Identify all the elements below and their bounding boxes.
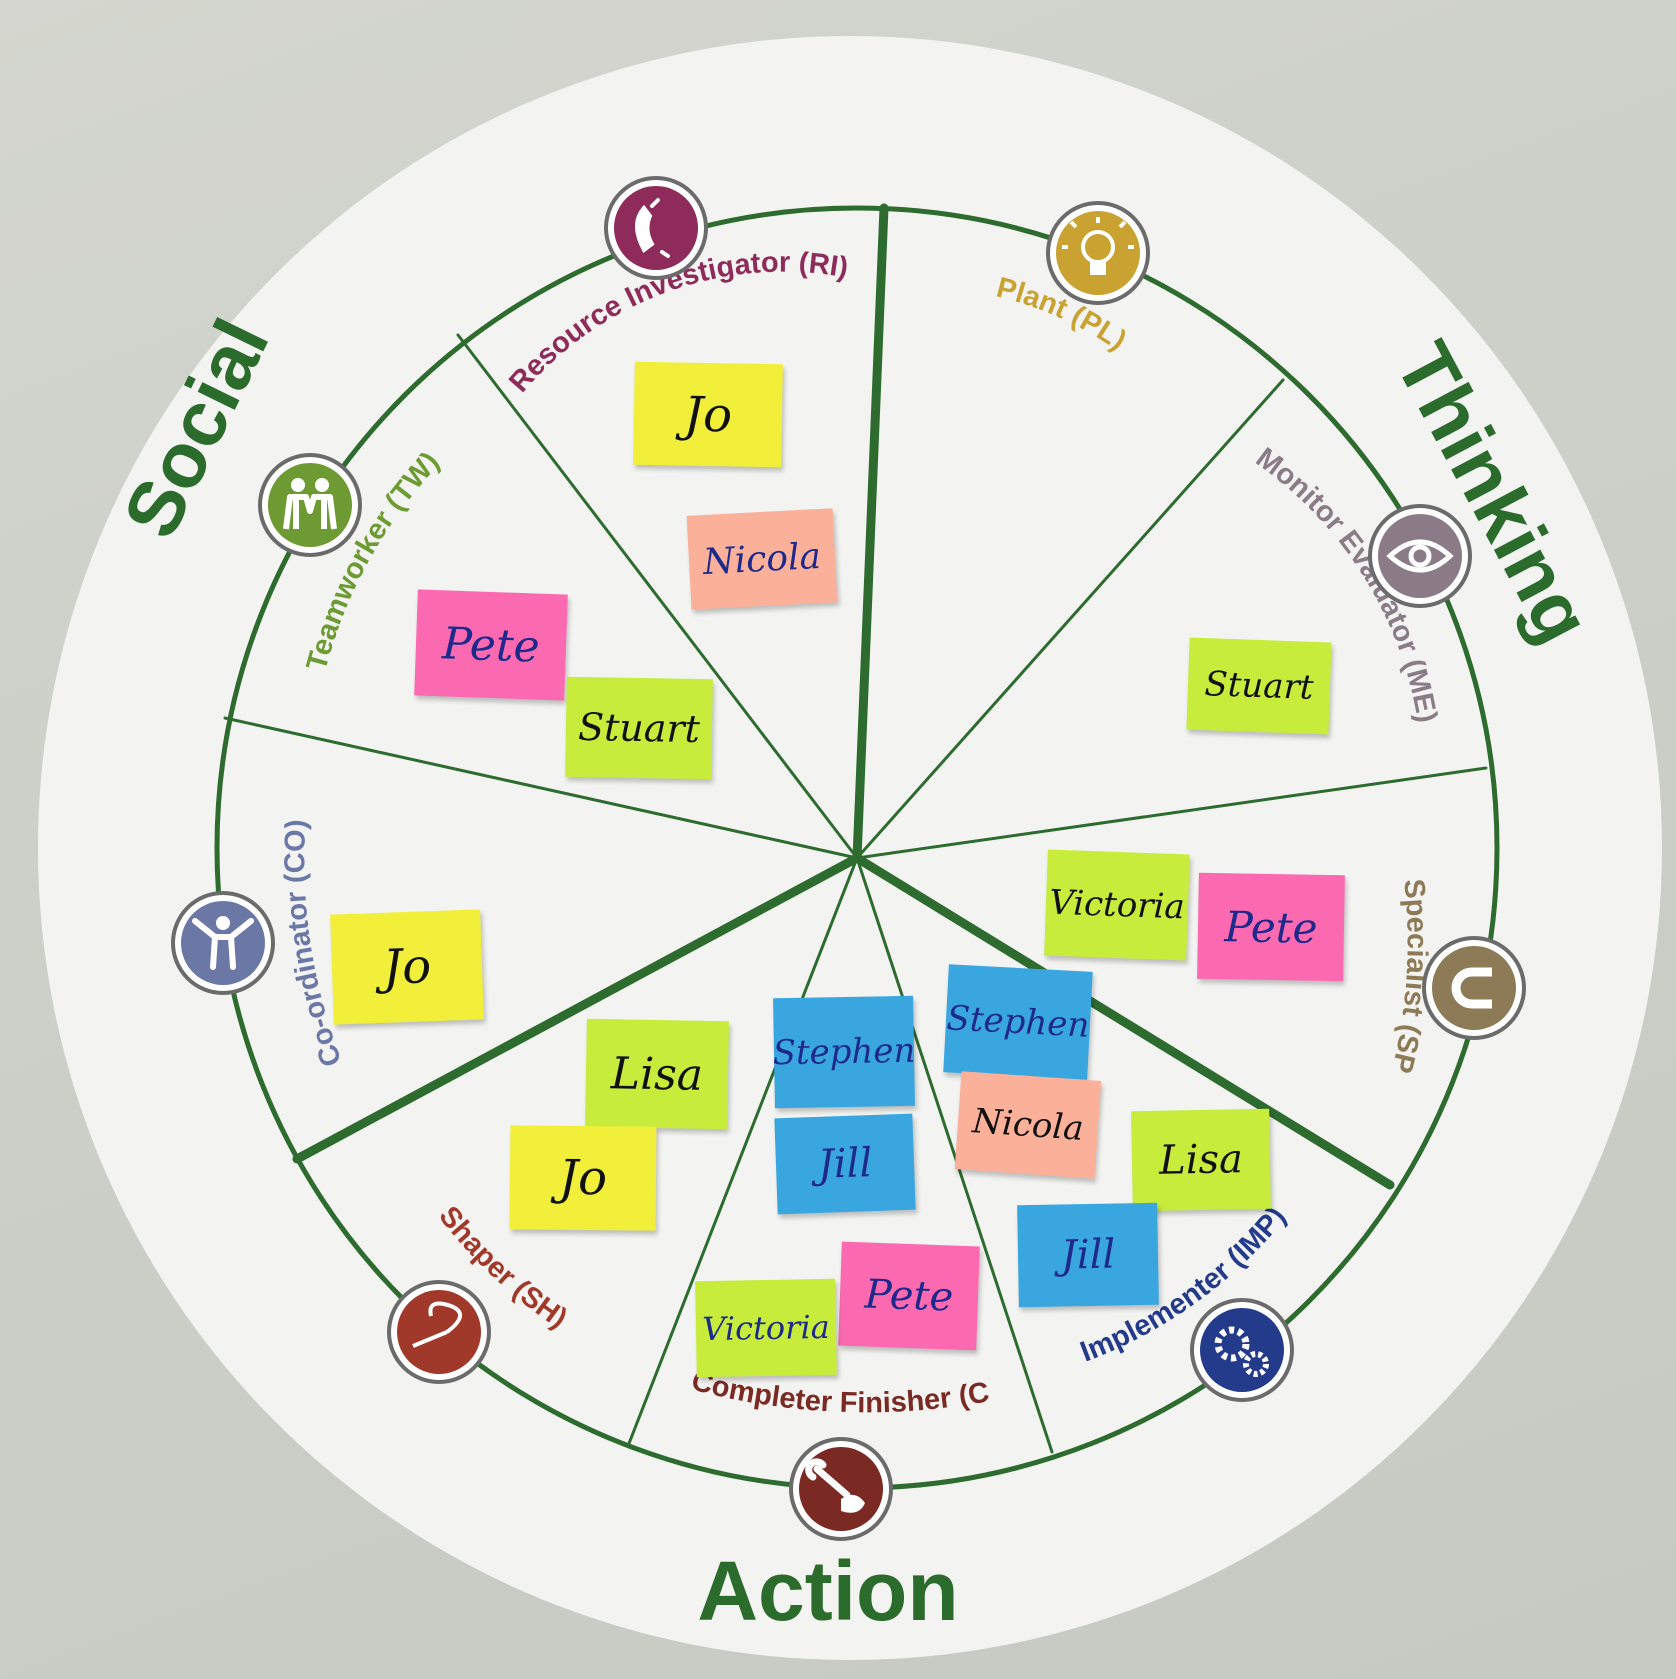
sticky-note-co-jo[interactable]: Jo (330, 909, 484, 1025)
divider-social-thinking (852, 203, 889, 863)
eye-icon (1368, 504, 1472, 608)
sticky-note-sp-victoria[interactable]: Victoria (1044, 849, 1190, 961)
sticky-note-tw-pete[interactable]: Pete (414, 589, 568, 701)
sticky-note-sp-pete[interactable]: Pete (1197, 872, 1345, 982)
whip-icon (387, 1280, 491, 1384)
divider-action-social (292, 853, 862, 1164)
sticky-note-sh-lisa[interactable]: Lisa (585, 1018, 729, 1130)
sticky-note-cf-stephen[interactable]: Stephen (772, 995, 916, 1109)
sticky-note-me-stuart[interactable]: Stuart (1186, 637, 1332, 735)
sticky-note-sh-jo[interactable]: Jo (509, 1125, 657, 1231)
sticky-note-imp-stephen[interactable]: Stephen (943, 964, 1093, 1080)
sticky-note-imp-nicola[interactable]: Nicola (954, 1071, 1102, 1179)
group-label-action: Action (697, 1544, 958, 1638)
divider-me-sp (855, 766, 1488, 860)
sticky-note-cf-pete[interactable]: Pete (838, 1241, 980, 1351)
people-icon (258, 453, 362, 557)
gears-icon (1190, 1298, 1294, 1402)
sticky-note-ri-nicola[interactable]: Nicola (686, 508, 838, 610)
divider-thinking-action (852, 853, 1395, 1190)
sticky-note-tw-stuart[interactable]: Stuart (565, 676, 713, 780)
divider-cf-sh (626, 856, 859, 1448)
telephone-icon (604, 176, 708, 280)
sticky-note-imp-jill[interactable]: Jill (1017, 1202, 1159, 1308)
divider-co-tw (223, 716, 859, 860)
sticky-note-ri-jo[interactable]: Jo (633, 361, 783, 468)
divider-pl-me (855, 378, 1285, 860)
lightbulb-icon (1046, 201, 1150, 305)
magnet-icon (1422, 936, 1526, 1040)
sticky-note-cf-victoria[interactable]: Victoria (695, 1278, 837, 1378)
sticky-note-imp-lisa[interactable]: Lisa (1131, 1108, 1271, 1212)
wrench-hand-icon (789, 1437, 893, 1541)
wheel-dividers (223, 203, 1488, 1454)
conductor-icon (171, 891, 275, 995)
divider-imp-cf (855, 856, 1054, 1454)
divider-tw-ri (456, 333, 859, 860)
sticky-note-cf-jill[interactable]: Jill (774, 1113, 916, 1215)
